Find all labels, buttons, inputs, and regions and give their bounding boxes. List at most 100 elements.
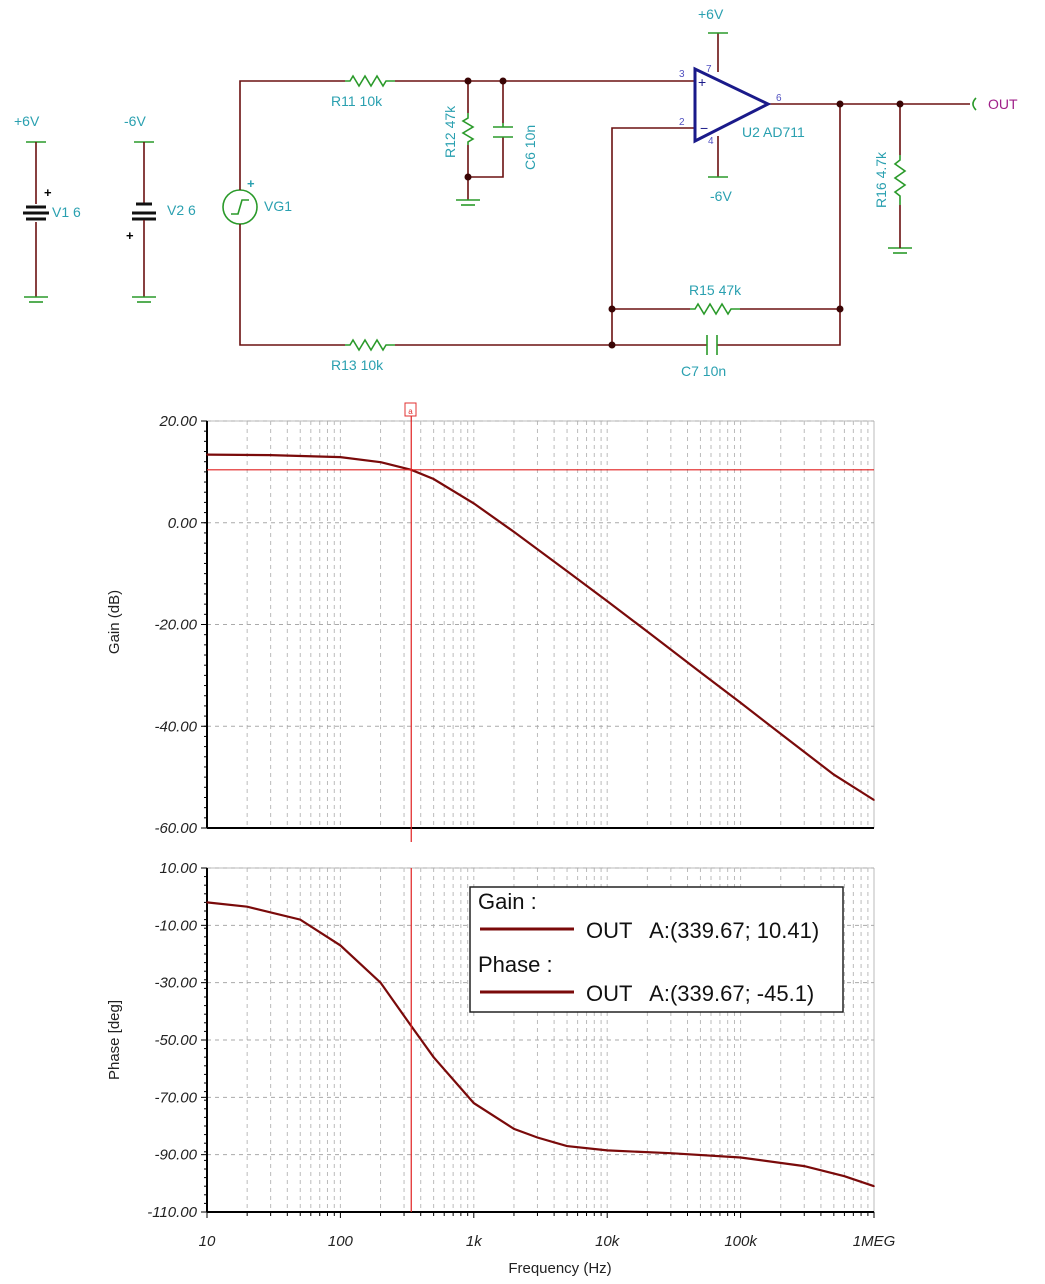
gain-data-point xyxy=(206,453,208,456)
y-tick-label: 0.00 xyxy=(168,515,198,532)
junction-dots xyxy=(464,77,904,349)
wires xyxy=(239,33,970,346)
v1-plus: + xyxy=(44,185,52,200)
gain-data-point xyxy=(606,600,608,602)
pin-3: 3 xyxy=(679,69,685,80)
phase-data-point xyxy=(536,1136,539,1139)
ground-icon xyxy=(456,199,480,206)
phase-data-point xyxy=(206,901,208,904)
ground-icon xyxy=(888,240,912,254)
y-tick-label: -110.00 xyxy=(147,1204,197,1221)
r12-label: R12 47k xyxy=(442,105,458,158)
phase-data-point xyxy=(379,981,382,984)
pin-7: 7 xyxy=(706,64,712,75)
gain-data-point xyxy=(432,478,435,480)
resistor-r13[interactable] xyxy=(345,338,395,352)
gain-data-point xyxy=(833,773,835,776)
resistor-r12[interactable] xyxy=(461,113,475,145)
capacitor-c7[interactable] xyxy=(706,335,718,355)
legend-gain-title: Gain : xyxy=(478,889,537,914)
phase-data-point xyxy=(339,944,342,947)
y-tick-label: 20.00 xyxy=(158,413,197,430)
v2-plus: + xyxy=(126,228,134,243)
y-tick-label: -50.00 xyxy=(154,1032,197,1049)
r15-label: R15 47k xyxy=(689,282,742,298)
vg1-label: VG1 xyxy=(264,198,292,214)
resistor-r16[interactable] xyxy=(893,155,907,205)
gain-data-point xyxy=(779,733,782,735)
opamp-vpos-label: +6V xyxy=(698,6,724,22)
vg1-plus: + xyxy=(247,176,255,191)
x-tick-label: 10k xyxy=(595,1233,621,1250)
opamp-minus-sign: − xyxy=(700,120,708,136)
phase-data-point xyxy=(670,1152,672,1155)
y-tick-label: 10.00 xyxy=(159,860,197,877)
cursor-a-label: a xyxy=(408,407,413,416)
x-axis-label: Frequency (Hz) xyxy=(508,1260,611,1277)
gain-data-point xyxy=(699,671,702,674)
phase-data-point xyxy=(873,1185,875,1187)
y-tick-label: -90.00 xyxy=(154,1147,197,1164)
x-tick-label: 100k xyxy=(724,1233,758,1250)
y-tick-label: -10.00 xyxy=(154,917,197,934)
battery-v2[interactable] xyxy=(132,141,156,303)
opamp-vneg-label: -6V xyxy=(710,188,732,204)
gain-y-axis-label: Gain (dB) xyxy=(106,590,123,654)
phase-data-point xyxy=(803,1165,806,1167)
phase-data-point xyxy=(473,1102,475,1104)
cursor-a-handle[interactable] xyxy=(404,402,417,417)
v2-rail-label: -6V xyxy=(124,113,146,129)
opamp-u2[interactable] xyxy=(693,66,772,144)
v1-label: V1 6 xyxy=(52,204,81,220)
gain-data-point xyxy=(873,799,875,801)
battery-v1[interactable] xyxy=(23,141,49,303)
out-label: OUT xyxy=(988,96,1018,112)
phase-data-point xyxy=(843,1175,846,1177)
phase-data-point xyxy=(513,1128,515,1130)
c7-label: C7 10n xyxy=(681,363,726,379)
gain-data-point xyxy=(473,502,475,505)
gain-data-point xyxy=(269,454,272,456)
c6-label: C6 10n xyxy=(522,125,538,170)
y-tick-label: -20.00 xyxy=(154,617,197,634)
gain-plot: 20.00 0.00 -20.00 -40.00 -60.00 xyxy=(154,413,875,842)
legend-phase-title: Phase : xyxy=(478,952,553,977)
pin-6: 6 xyxy=(776,93,782,104)
legend-gain-entry: OUT A:(339.67; 10.41) xyxy=(586,918,819,943)
gain-data-point xyxy=(739,702,742,704)
gain-data-point xyxy=(379,461,382,464)
phase-data-point xyxy=(739,1156,742,1159)
x-tick-label: 1MEG xyxy=(853,1233,896,1250)
y-tick-label: -40.00 xyxy=(154,718,197,735)
v2-label: V2 6 xyxy=(167,202,196,218)
gain-data-point xyxy=(339,456,342,458)
output-connector[interactable] xyxy=(972,97,977,111)
pin-4: 4 xyxy=(708,136,714,147)
gain-data-point xyxy=(646,630,649,633)
pin-2: 2 xyxy=(679,117,685,128)
r16-label: R16 4.7k xyxy=(873,151,889,208)
capacitor-c6[interactable] xyxy=(493,123,513,138)
v1-rail-label: +6V xyxy=(14,113,40,129)
x-tick-label: 10 xyxy=(199,1233,216,1250)
x-tick-label: 100 xyxy=(328,1233,354,1250)
phase-data-point xyxy=(606,1149,608,1152)
r13-label: R13 10k xyxy=(331,357,384,373)
resistor-r15[interactable] xyxy=(690,302,740,316)
y-tick-label: -60.00 xyxy=(154,820,197,837)
gain-data-point xyxy=(513,531,515,533)
phase-data-point xyxy=(246,905,248,908)
x-tick-label: 1k xyxy=(466,1233,483,1250)
phase-y-axis-label: Phase [deg] xyxy=(106,1000,123,1080)
legend-phase-entry: OUT A:(339.67; -45.1) xyxy=(586,981,814,1006)
gain-data-point xyxy=(566,570,568,572)
resistor-r11[interactable] xyxy=(345,74,395,88)
phase-data-point xyxy=(566,1145,568,1147)
y-tick-label: -70.00 xyxy=(154,1089,197,1106)
phase-data-point xyxy=(299,918,302,921)
y-tick-label: -30.00 xyxy=(154,975,197,992)
opamp-plus-sign: + xyxy=(698,74,706,90)
legend: Gain : OUT A:(339.67; 10.41) Phase : OUT… xyxy=(469,886,844,1013)
